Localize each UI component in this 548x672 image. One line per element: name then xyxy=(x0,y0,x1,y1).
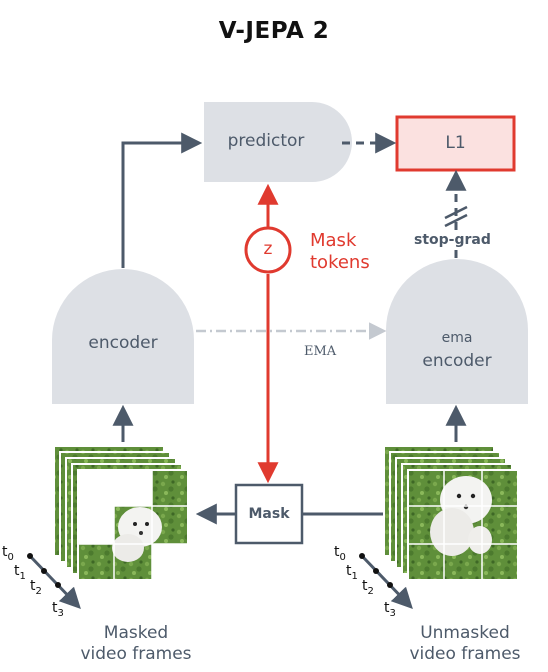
predictor-label: predictor xyxy=(227,131,305,151)
predictor-block xyxy=(204,102,352,182)
unmasked-time-label-2: t2 xyxy=(362,578,374,597)
masked-time-label-3: t3 xyxy=(52,600,64,619)
stop-grad-label: stop-grad xyxy=(412,232,493,248)
z-circle xyxy=(244,226,292,274)
masked-time-label-1: t1 xyxy=(14,563,26,582)
loss-label: L1 xyxy=(445,133,466,153)
masked-caption-line2: video frames xyxy=(80,644,192,664)
unmasked-time-label-3: t3 xyxy=(384,600,396,619)
masked-caption-line1: Masked xyxy=(103,623,169,643)
encoder-to-predictor-arrow xyxy=(121,132,203,268)
mask-tokens-label-line1: Mask xyxy=(310,230,357,251)
unmasked-time-label-1: t1 xyxy=(346,563,358,582)
ema-encoder-label-top: ema xyxy=(441,330,473,346)
z-label: z xyxy=(263,239,273,259)
unmasked-time-axis xyxy=(359,553,413,610)
unmasked-video-frames xyxy=(383,445,519,581)
encoder-block xyxy=(52,269,194,404)
masked-time-label-2: t2 xyxy=(30,578,42,597)
stop-grad-mark-1 xyxy=(444,205,468,220)
ema-label: EMA xyxy=(304,344,337,359)
stop-grad-mark-2 xyxy=(444,213,468,228)
ema-encoder-block xyxy=(386,259,528,404)
unmasked-time-label-0: t0 xyxy=(334,544,346,563)
masked-time-label-0: t0 xyxy=(2,544,14,563)
unmasked-caption-line2: video frames xyxy=(409,644,521,664)
mask-label: Mask xyxy=(248,506,290,522)
encoder-label: encoder xyxy=(88,333,158,353)
unmasked-caption-line1: Unmasked xyxy=(420,623,510,643)
ema-encoder-label-bottom: encoder xyxy=(422,351,492,371)
masked-video-frames xyxy=(53,445,189,581)
loss-box xyxy=(395,115,516,172)
masked-time-axis xyxy=(27,553,81,610)
mask-tokens-label-line2: tokens xyxy=(310,252,370,273)
diagram-title: V-JEPA 2 xyxy=(218,18,330,44)
